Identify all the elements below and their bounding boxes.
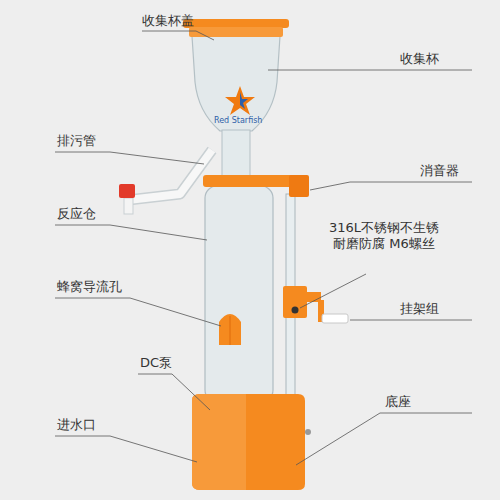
part-label: DC泵 <box>140 355 172 371</box>
part-label: 底座 <box>385 394 411 410</box>
part-label: 消音器 <box>420 163 459 179</box>
part-label: 挂架组 <box>400 301 439 317</box>
brand-logo: Red Starfish <box>214 116 262 126</box>
leader-lines <box>55 31 472 465</box>
part-label: 收集杯 <box>400 51 439 67</box>
part-label: 排污管 <box>57 133 96 149</box>
part-label: 蜂窝导流孔 <box>57 279 122 295</box>
part-note: 316L不锈钢不生锈 耐磨防腐 M6螺丝 <box>318 220 450 252</box>
part-label: 收集杯盖 <box>142 13 194 29</box>
part-label: 反应仓 <box>57 206 96 222</box>
part-label: 进水口 <box>57 417 96 433</box>
